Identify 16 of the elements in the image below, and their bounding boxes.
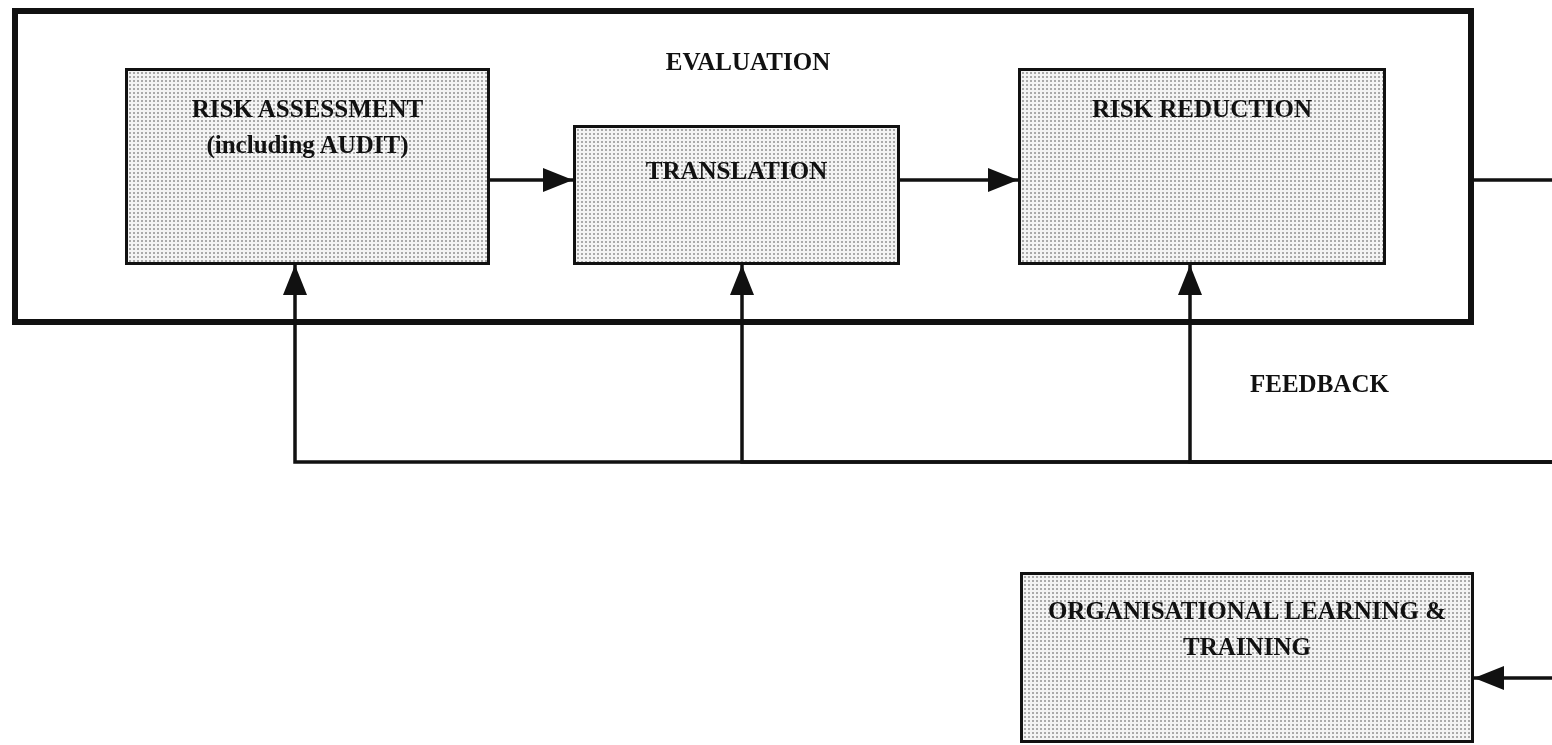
group-title: EVALUATION bbox=[664, 47, 832, 77]
process-box bbox=[1020, 572, 1474, 743]
process-box bbox=[573, 125, 900, 265]
arrow bbox=[1178, 265, 1552, 464]
box-label: RISK REDUCTION bbox=[1090, 94, 1314, 124]
arrow bbox=[900, 168, 1018, 192]
box-label: TRANSLATION bbox=[644, 156, 829, 186]
flow-label: FEEDBACK bbox=[1250, 370, 1389, 398]
arrow bbox=[1474, 666, 1552, 690]
process-box bbox=[1018, 68, 1386, 265]
group-frame bbox=[12, 8, 1474, 325]
process-box bbox=[125, 68, 490, 265]
box-label: RISK ASSESSMENT (including AUDIT) bbox=[190, 94, 425, 161]
connector-line bbox=[1474, 178, 1552, 182]
arrow bbox=[490, 168, 573, 192]
box-label: ORGANISATIONAL LEARNING & TRAINING bbox=[1046, 596, 1448, 662]
